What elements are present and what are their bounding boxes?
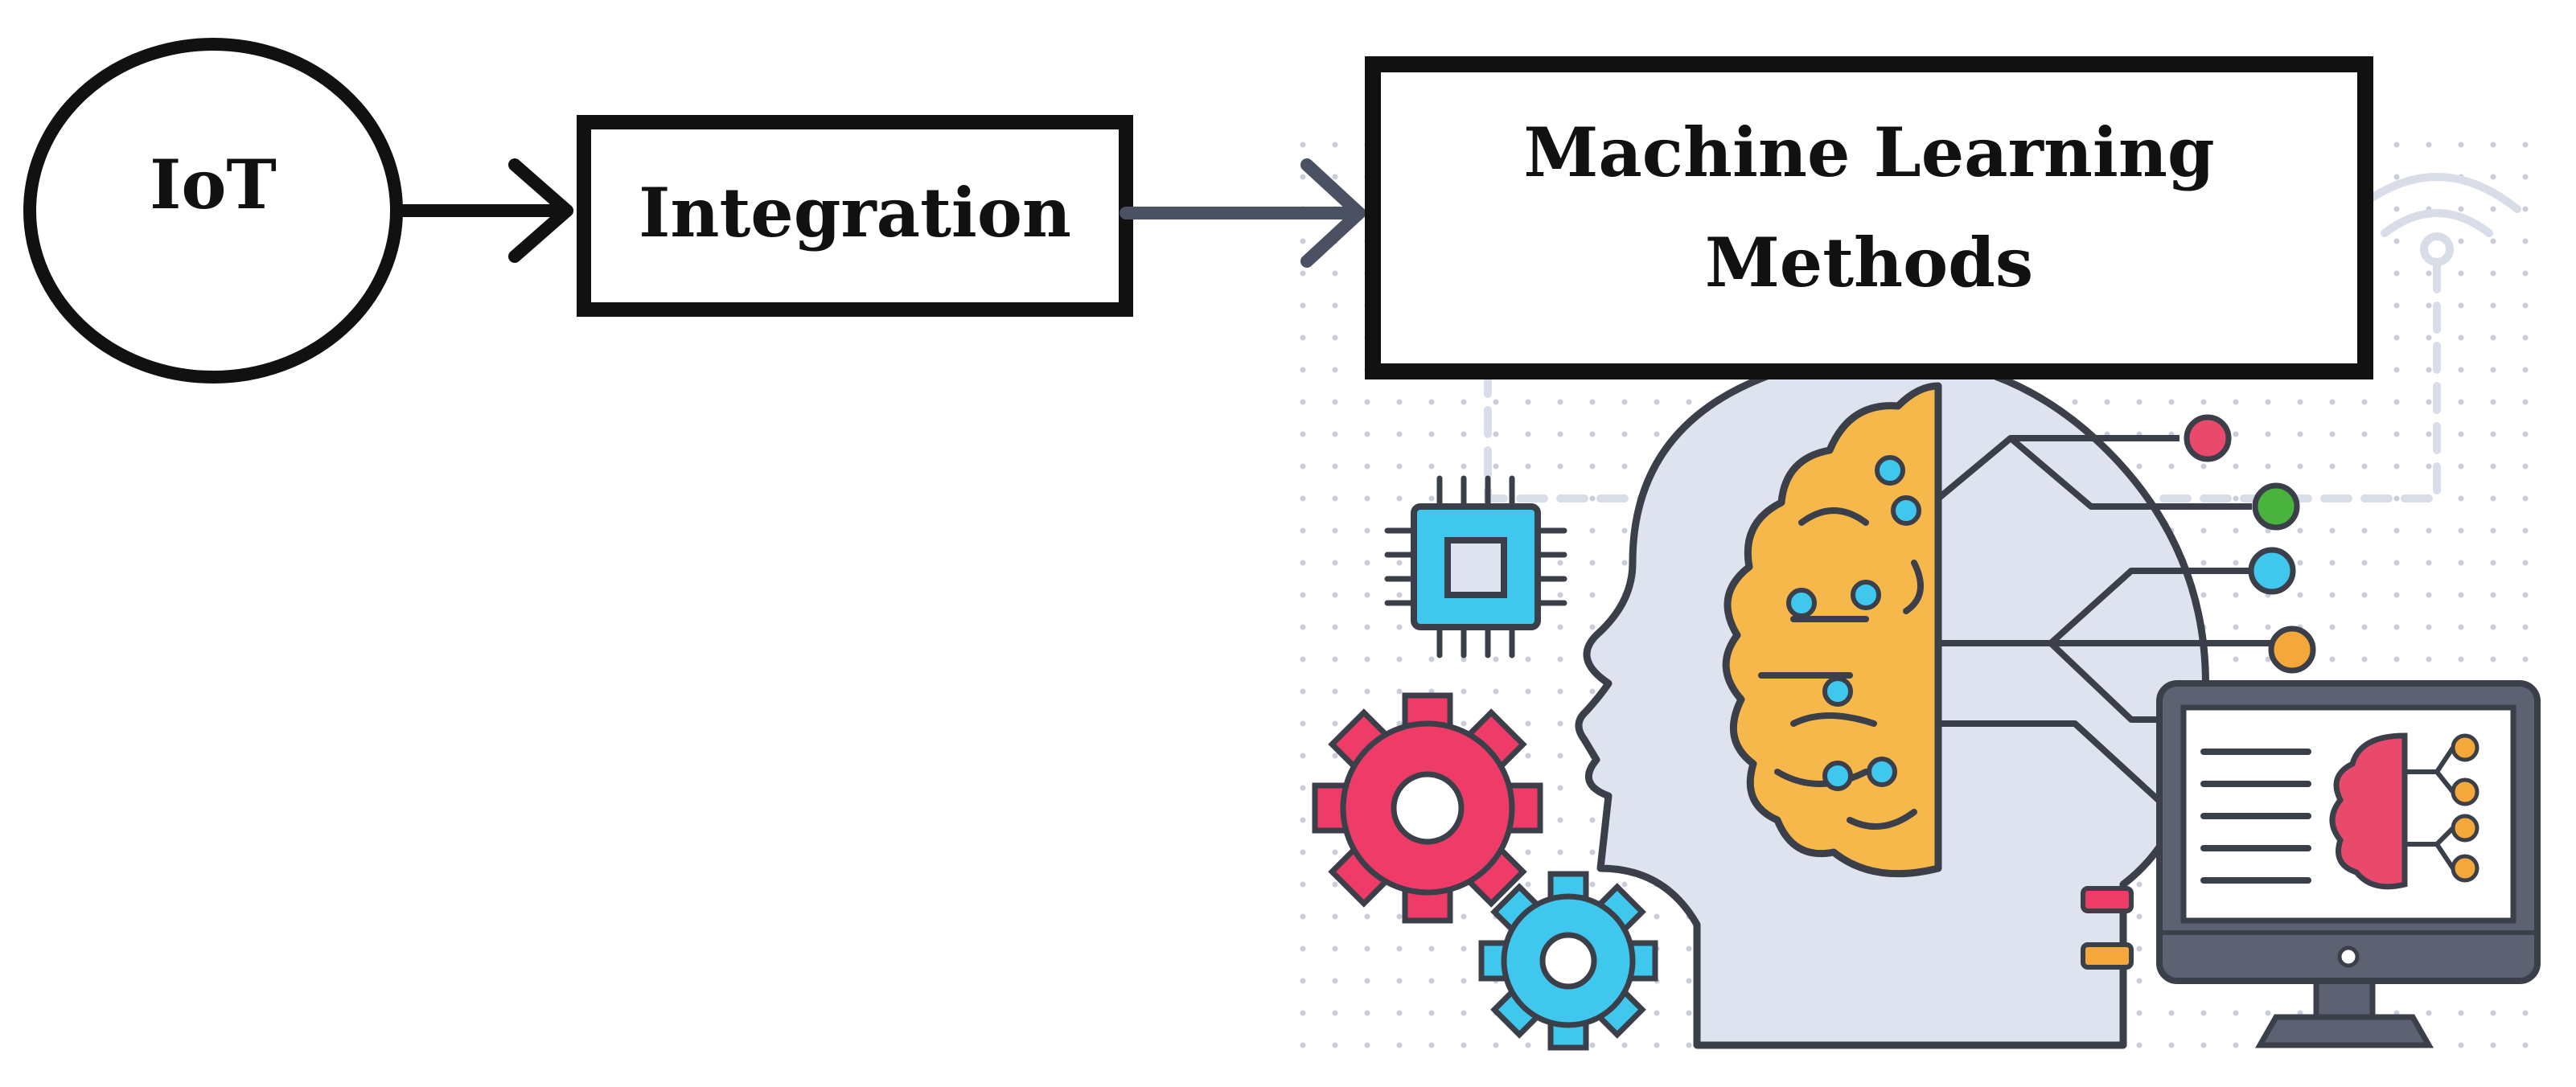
ml-methods-label-line2: Methods: [1704, 223, 2034, 302]
gear-icon: [1312, 692, 1543, 924]
iot-label: IoT: [150, 145, 277, 224]
circuit-lines: [1936, 435, 2292, 814]
ml-methods-label-line1: Machine Learning: [1523, 113, 2215, 192]
circuit-nodes: [2184, 414, 2316, 674]
monitor-icon: [2156, 680, 2541, 1048]
integration-label: Integration: [639, 173, 1071, 252]
gear-icon-blue: [1478, 871, 1658, 1051]
cable-connectors: [2081, 886, 2134, 970]
arrow-integration-to-ml: [1120, 158, 1366, 268]
integration-node: [577, 115, 1133, 317]
arrow-iot-to-integration: [392, 158, 573, 263]
brain-icon: [1722, 382, 1942, 878]
ml-methods-node: [1365, 56, 2373, 379]
cpu-chip-icon: [1384, 475, 1567, 658]
